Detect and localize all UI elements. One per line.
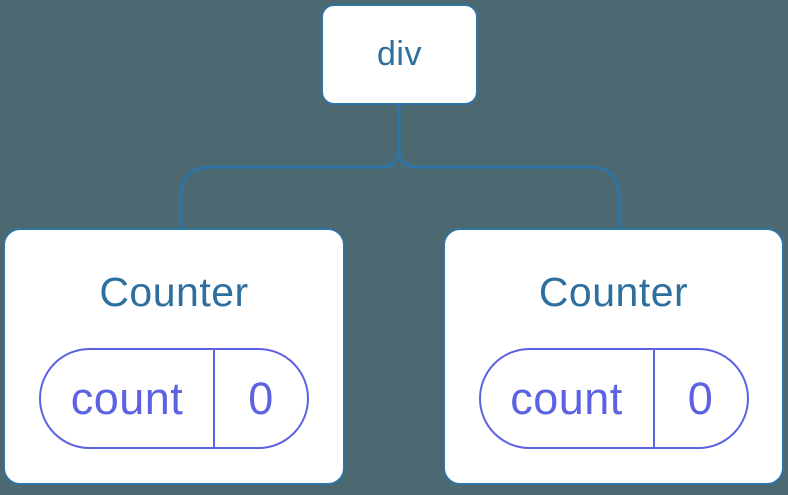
component-card-counter-1: Counter count 0 (3, 228, 345, 485)
connector-left-branch (179, 103, 401, 229)
state-value-label: 0 (687, 372, 714, 424)
state-key-label: count (510, 372, 623, 424)
component-card-counter-2: Counter count 0 (443, 228, 784, 485)
root-node-label: div (377, 35, 422, 73)
state-key-cell: count (41, 350, 215, 447)
component-title: Counter (538, 269, 689, 315)
state-pill: count 0 (39, 348, 309, 449)
state-value-label: 0 (248, 372, 274, 424)
state-value-cell: 0 (215, 350, 307, 447)
state-key-cell: count (481, 350, 655, 447)
connector-right-branch (397, 103, 621, 229)
component-title: Counter (99, 269, 249, 315)
state-value-cell: 0 (655, 350, 747, 447)
state-key-label: count (70, 372, 184, 424)
root-node-div: div (321, 4, 478, 105)
state-pill: count 0 (478, 348, 749, 449)
